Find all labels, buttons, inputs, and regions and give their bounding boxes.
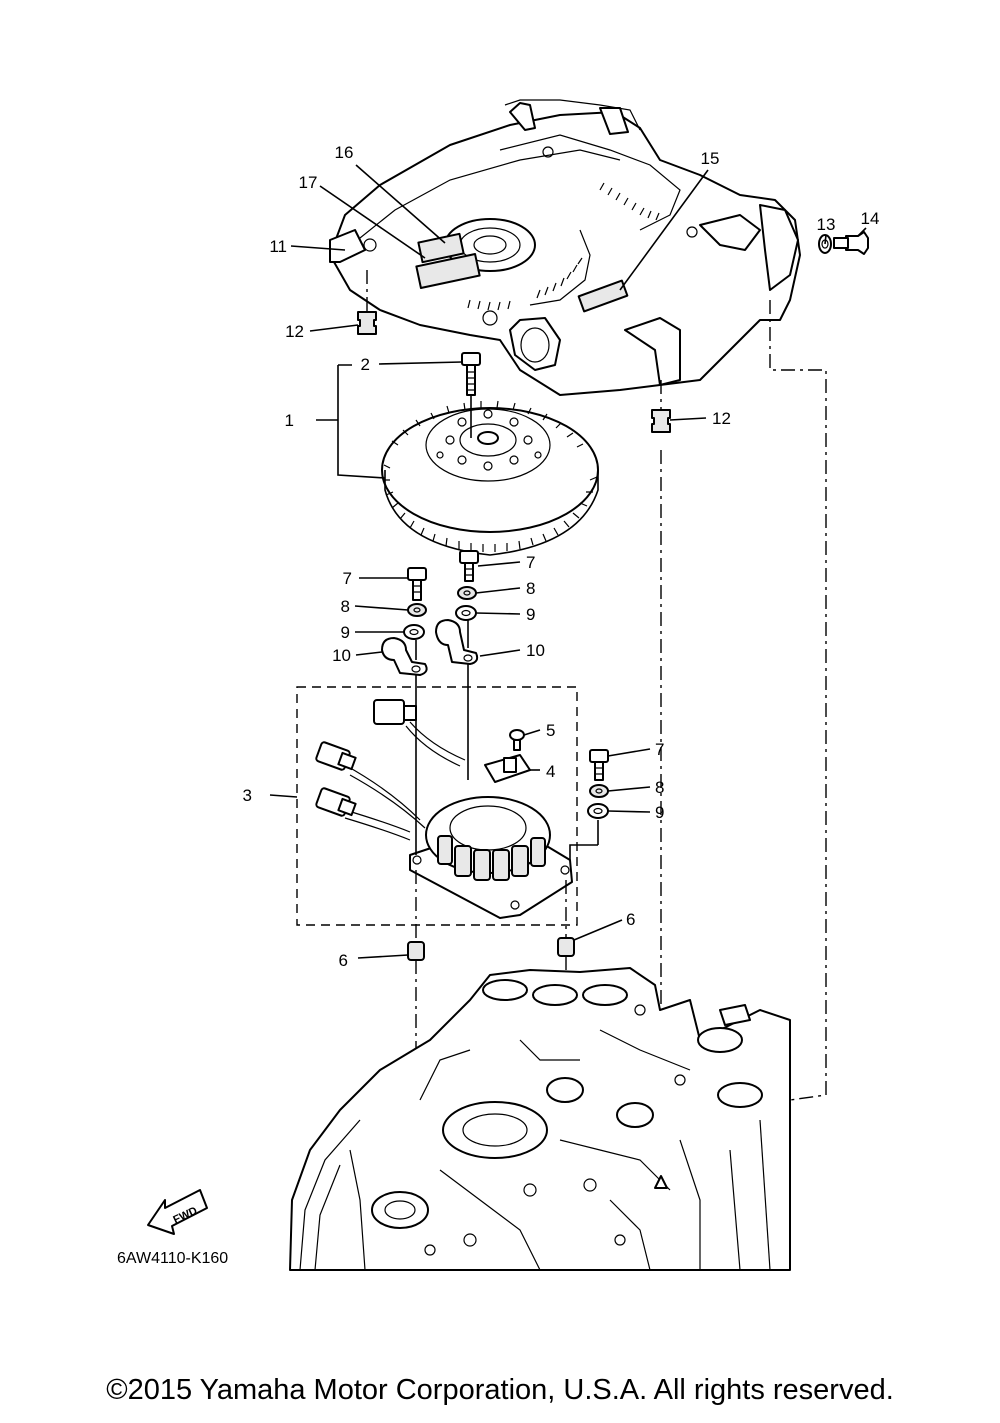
callout-11: 11: [269, 237, 287, 256]
stator-assembly[interactable]: [344, 764, 573, 919]
callout-13: 13: [817, 215, 836, 234]
flywheel-cover[interactable]: [329, 99, 801, 396]
diagram-code: 6AW4110-K160: [117, 1250, 228, 1267]
callout-1: 1: [285, 411, 294, 430]
callout-4: 4: [546, 762, 555, 781]
grommet-right[interactable]: [651, 380, 671, 1195]
clamp-left[interactable]: [381, 637, 428, 676]
callout-14: 14: [861, 209, 880, 228]
callout-6-right: 6: [626, 910, 635, 929]
flywheel-bolt[interactable]: [461, 352, 481, 438]
powerhead-engine-block: [289, 967, 791, 1271]
dowel-pin-left[interactable]: [407, 941, 425, 961]
stator-assembly-box: [296, 686, 578, 926]
callout-2: 2: [361, 355, 370, 374]
callout-17: 17: [299, 173, 318, 192]
washer-right-8[interactable]: [589, 784, 609, 798]
grommet-left[interactable]: [357, 270, 377, 335]
callout-12-right: 12: [712, 409, 731, 428]
copyright-notice: ©2015 Yamaha Motor Corporation, U.S.A. A…: [106, 1374, 894, 1406]
callout-3: 3: [243, 786, 252, 805]
connector-upper[interactable]: [315, 741, 357, 771]
callout-16: 16: [335, 143, 354, 162]
connector-lower[interactable]: [315, 787, 357, 817]
callout-10-center: 10: [526, 641, 545, 660]
cover-bolt[interactable]: [833, 231, 869, 255]
leader-lines: [269, 164, 867, 959]
callout-9-center: 9: [526, 605, 535, 624]
callout-7-left: 7: [343, 569, 352, 588]
callout-7-right: 7: [655, 740, 664, 759]
callout-8-center: 8: [526, 579, 535, 598]
callout-8-right: 8: [655, 778, 664, 797]
callout-15: 15: [701, 149, 720, 168]
clamp-center[interactable]: [435, 619, 479, 665]
screw[interactable]: [509, 729, 525, 751]
callout-5: 5: [546, 721, 555, 740]
callout-6-left: 6: [339, 951, 348, 970]
bolt-left[interactable]: [407, 567, 427, 601]
washer-center-8[interactable]: [457, 586, 477, 600]
dowel-pin-right[interactable]: [557, 937, 575, 957]
flywheel-magneto[interactable]: [381, 400, 599, 556]
callout-9-left: 9: [341, 623, 350, 642]
callout-9-right: 9: [655, 803, 664, 822]
washer-center-9[interactable]: [455, 605, 477, 621]
pulser-coil-connector[interactable]: [373, 699, 466, 767]
washer-right-9[interactable]: [587, 803, 609, 819]
bolt-right[interactable]: [589, 749, 609, 781]
bolt-center[interactable]: [459, 550, 479, 582]
callout-12-left: 12: [285, 322, 304, 341]
callout-8-left: 8: [341, 597, 350, 616]
pulser-coil[interactable]: [484, 754, 531, 783]
callout-10-left: 10: [332, 646, 351, 665]
washer-left-8[interactable]: [407, 603, 427, 617]
callout-7-center: 7: [526, 553, 535, 572]
fwd-arrow-icon: FWD: [147, 1189, 208, 1235]
washer-left-9[interactable]: [403, 624, 425, 640]
